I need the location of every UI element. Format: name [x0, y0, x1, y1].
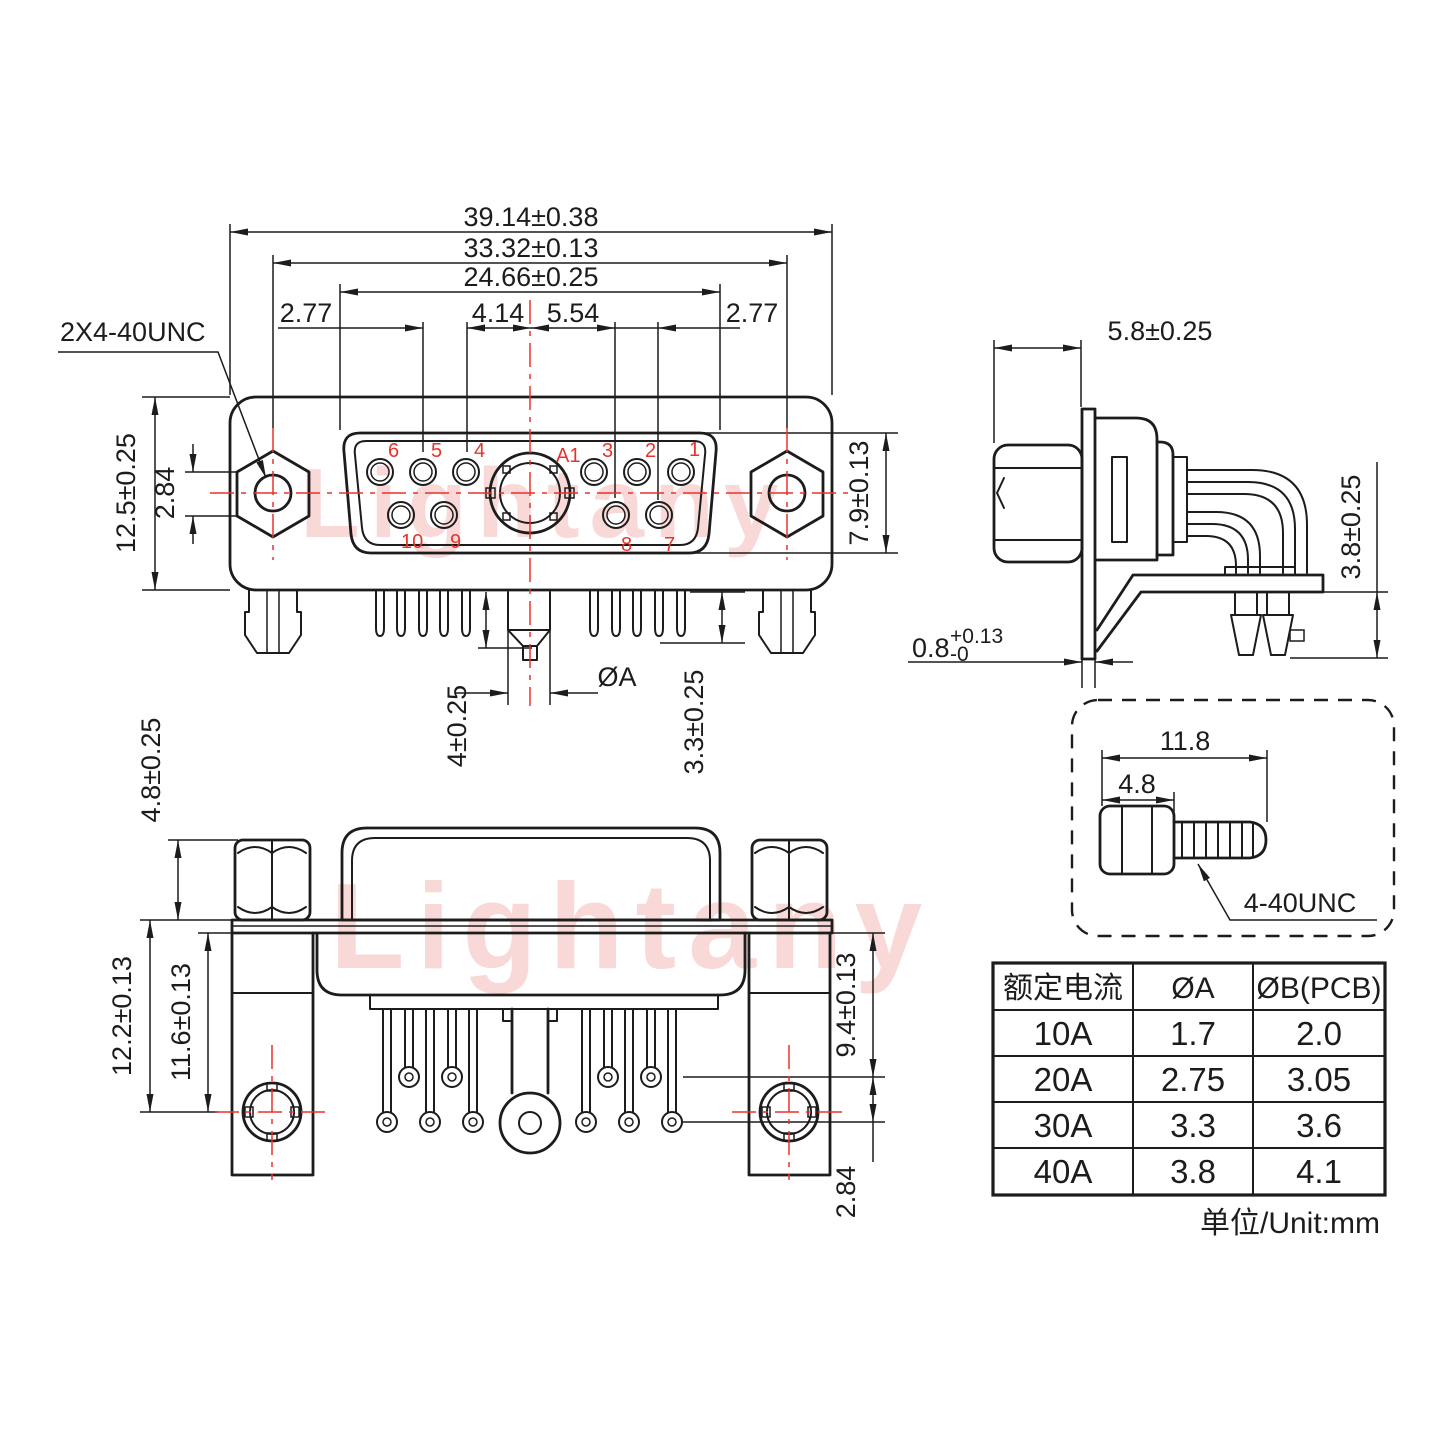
front-pin-contacts [366, 458, 695, 529]
dim-screw-head: 4.8 [1118, 769, 1156, 799]
side-body-blocks [1093, 416, 1188, 562]
d-shell-outer [342, 431, 718, 555]
dim-mount-pitch: 33.32±0.13 [464, 233, 599, 263]
dim-pitch-right: 2.77 [726, 298, 779, 328]
front-connector-body: 6 5 4 A1 3 2 1 10 9 8 7 [228, 395, 834, 661]
pin-label-7: 7 [664, 534, 675, 556]
dim-body-height: 12.5±0.25 [111, 433, 141, 553]
dim-pin-height: 3.8±0.25 [1290, 462, 1388, 659]
front-centerlines [210, 300, 852, 706]
svg-text:40A: 40A [1034, 1153, 1093, 1190]
dim-shell-height: 7.9±0.13 [844, 441, 874, 546]
table-header-current: 额定电流 [1003, 972, 1123, 1005]
side-bent-pins [1186, 469, 1308, 574]
front-board-locks [244, 589, 816, 654]
dim-flange-tol-up: +0.13 [950, 625, 1003, 648]
dim-tail-len: 3.3±0.25 [679, 670, 709, 775]
front-dimensions-top: 39.14±0.38 33.32±0.13 24.66±0.25 2.77 4.… [58, 202, 833, 500]
dim-total-width: 39.14±0.38 [464, 202, 599, 232]
front-view: 39.14±0.38 33.32±0.13 24.66±0.25 2.77 4.… [58, 202, 898, 774]
pin-number-labels: 6 5 4 A1 3 2 1 10 9 8 7 [388, 439, 700, 556]
table-header-dia-a: ØA [1171, 972, 1214, 1005]
thumbscrew [1098, 804, 1268, 876]
dim-row-gap: 2.84 [831, 1166, 861, 1219]
rear-centerlines [215, 1045, 846, 1180]
pin-label-4: 4 [474, 440, 485, 462]
svg-text:1.7: 1.7 [1170, 1015, 1216, 1052]
pin-label-3: 3 [602, 440, 613, 462]
screw-thread-label: 4-40UNC [1244, 888, 1357, 918]
dim-flange-tol-dn: -0 [950, 643, 969, 666]
svg-text:3.05: 3.05 [1287, 1061, 1351, 1098]
rear-dimensions-left: 12.2±0.13 11.6±0.13 [107, 920, 232, 1113]
dim-flange-thickness: 0.8 +0.13 -0 [908, 625, 1133, 666]
rear-dimensions-right: 9.4±0.13 2.84 [683, 932, 885, 1219]
pin-label-a1: A1 [556, 445, 580, 467]
dim-pitch-a: 4.14 [472, 298, 525, 328]
dim-pin-h: 3.8±0.25 [1336, 475, 1366, 580]
pin-label-9: 9 [450, 531, 461, 553]
table-row-30a: 30A 3.3 3.6 [1034, 1107, 1342, 1144]
side-flange-plate [1080, 407, 1097, 661]
rear-insulator [369, 994, 719, 1010]
dim-screw-total: 11.8 [1160, 726, 1211, 756]
svg-text:20A: 20A [1034, 1061, 1093, 1098]
dim-standoff: 4.8±0.25 [136, 718, 166, 823]
pin-label-8: 8 [621, 534, 632, 556]
dim-tail-dia: ØA [597, 662, 636, 692]
dim-pitch-left: 2.77 [280, 298, 333, 328]
svg-text:30A: 30A [1034, 1107, 1093, 1144]
pin-label-2: 2 [645, 440, 656, 462]
pin-label-1: 1 [689, 439, 700, 461]
svg-text:2.75: 2.75 [1161, 1061, 1225, 1098]
front-dimensions-bottom: 4±0.25 ØA 3.3±0.25 [442, 591, 745, 775]
table-border [991, 961, 1387, 1197]
unit-note: 单位/Unit:mm [1200, 1207, 1380, 1240]
svg-text:3.8: 3.8 [1170, 1153, 1216, 1190]
dim-plate-to-pin: 9.4±0.13 [831, 953, 861, 1058]
rear-flange-plate [230, 918, 834, 935]
table-row-40a: 40A 3.8 4.1 [1034, 1153, 1342, 1190]
front-solder-tails [375, 589, 686, 637]
dim-plate-top-to-hole: 12.2±0.13 [107, 956, 137, 1076]
dim-shell-width: 24.66±0.25 [464, 262, 599, 292]
svg-text:2.0: 2.0 [1296, 1015, 1342, 1052]
thread-callout-label: 2X4-40UNC [60, 317, 206, 347]
watermark-layer: Lightany Lightany [300, 448, 922, 994]
front-dimensions-right: 7.9±0.13 [690, 432, 898, 554]
svg-text:4.1: 4.1 [1296, 1153, 1342, 1190]
dim-tail-len-center: 4±0.25 [442, 685, 472, 767]
watermark-text-1: Lightany [300, 448, 788, 558]
front-dimensions-left: 12.5±0.25 2.84 [111, 396, 237, 591]
svg-text:3.3: 3.3 [1170, 1107, 1216, 1144]
d-shell-inner [353, 440, 707, 546]
dim-pitch-b: 5.54 [547, 298, 600, 328]
svg-text:10A: 10A [1034, 1015, 1093, 1052]
side-view: 5.8±0.25 [908, 316, 1388, 688]
side-pcb-bracket [1095, 566, 1325, 653]
rear-view: 4.8±0.25 [107, 718, 885, 1219]
svg-text:3.6: 3.6 [1296, 1107, 1342, 1144]
dim-flange-base: 0.8 [912, 633, 950, 663]
spec-table: 额定电流 ØA ØB(PCB) 10A 1.7 2.0 20A 2.75 3.0… [991, 961, 1387, 1240]
side-board-locks [1230, 591, 1305, 656]
rear-pins [376, 1007, 683, 1155]
center-power-tail [507, 591, 551, 661]
screw-detail: 11.8 4.8 4-40UNC [1070, 698, 1396, 938]
dim-plate-bot-to-hole: 11.6±0.13 [166, 963, 196, 1081]
detail-boundary [1070, 698, 1396, 938]
table-row-10a: 10A 1.7 2.0 [1034, 1015, 1342, 1052]
table-header-dia-b: ØB(PCB) [1256, 972, 1381, 1005]
table-row-20a: 20A 2.75 3.05 [1034, 1061, 1351, 1098]
dim-depth: 5.8±0.25 [1108, 316, 1213, 346]
pin-label-6: 6 [388, 440, 399, 462]
side-rear-cap [992, 443, 1084, 564]
pin-label-5: 5 [431, 440, 442, 462]
pin-label-10: 10 [401, 531, 423, 553]
rear-shell-bottom [315, 931, 747, 997]
dim-nut-flats: 2.84 [150, 467, 180, 520]
